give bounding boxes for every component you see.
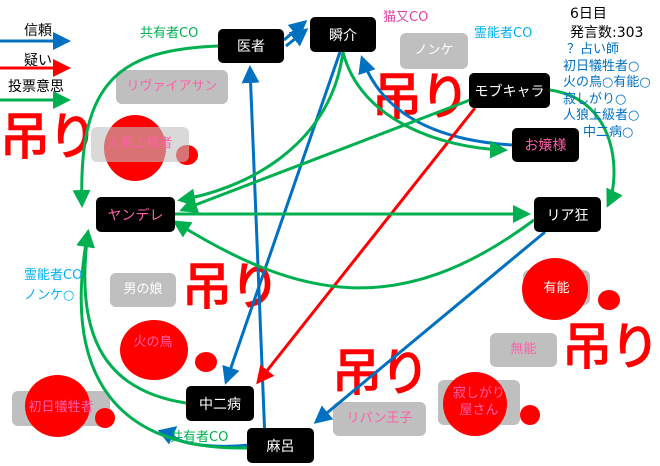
day-label: 6日目 <box>570 6 607 22</box>
seer-results: ？占い師 初日犠牲者○ 火の鳥○有能○ 寂しがり○ 人狼上級者○ 中二病○ <box>563 42 651 141</box>
co-label: 霊能者CO <box>474 26 533 41</box>
blood-splat <box>25 375 90 437</box>
node-mob[interactable]: モブキャラ <box>469 73 550 108</box>
seer-result: 中二病○ <box>583 124 634 140</box>
blood-splat <box>520 405 540 425</box>
seer-result: 火の鳥○有能○ <box>563 75 651 90</box>
blood-splat <box>598 290 620 310</box>
dead-name-line: 寂しがり <box>452 385 505 401</box>
dead-shonichi: 初日犠牲者 <box>28 400 94 416</box>
dead-pan: リパン王子 <box>333 402 426 436</box>
dead-muno: 無能 <box>490 333 557 367</box>
node-isha[interactable]: 医者 <box>218 29 284 63</box>
dead-jinro: 人狼上級者 <box>91 127 189 162</box>
seer-result: 寂しがり○ <box>563 91 627 107</box>
node-maro[interactable]: 麻呂 <box>247 428 314 463</box>
dead-yuno: 有能 <box>543 281 570 297</box>
co-label: 共有者CO <box>170 430 229 445</box>
node-shunsuke[interactable]: 瞬介 <box>310 17 376 52</box>
dead-sabishigari: 寂しがり屋さん <box>438 380 520 425</box>
co-label: ノンケ○ <box>24 288 75 303</box>
blood-splat <box>95 408 115 428</box>
seer-result: 人狼上級者○ <box>563 108 640 123</box>
co-label: 霊能者CO <box>24 268 83 283</box>
hang-label: 吊り <box>562 318 660 376</box>
hang-label: 吊り <box>0 108 98 166</box>
dead-nonke: ノンケ <box>400 33 468 69</box>
blood-splat <box>195 352 217 372</box>
seer-result: 初日犠牲者○ <box>563 58 640 74</box>
dead-hinotori: 火の鳥 <box>133 334 173 350</box>
blood-splat <box>522 258 588 320</box>
co-label: 猫又CO <box>383 10 429 25</box>
dead-name-line: 屋さん <box>459 402 499 418</box>
post-count: 発言数:303 <box>570 25 644 41</box>
node-chuni[interactable]: 中二病 <box>186 386 254 421</box>
node-ojou[interactable]: お嬢様 <box>512 128 579 162</box>
legend-vote-label: 投票意思 <box>8 79 64 95</box>
node-riakyo[interactable]: リア狂 <box>534 197 601 232</box>
dead-leviathan: リヴァイアサン <box>116 70 228 104</box>
dead-otokonoko: 男の娘 <box>110 273 176 307</box>
legend-doubt-label: 疑い <box>24 53 52 69</box>
co-label: 共有者CO <box>140 26 199 41</box>
blood-splat <box>443 372 507 436</box>
blood-splat <box>120 320 188 380</box>
hang-label: 吊り <box>332 344 430 402</box>
legend-trust-label: 信頼 <box>24 23 52 39</box>
node-yandere[interactable]: ヤンデレ <box>96 197 175 232</box>
seer-result: ？占い師 <box>567 42 620 57</box>
